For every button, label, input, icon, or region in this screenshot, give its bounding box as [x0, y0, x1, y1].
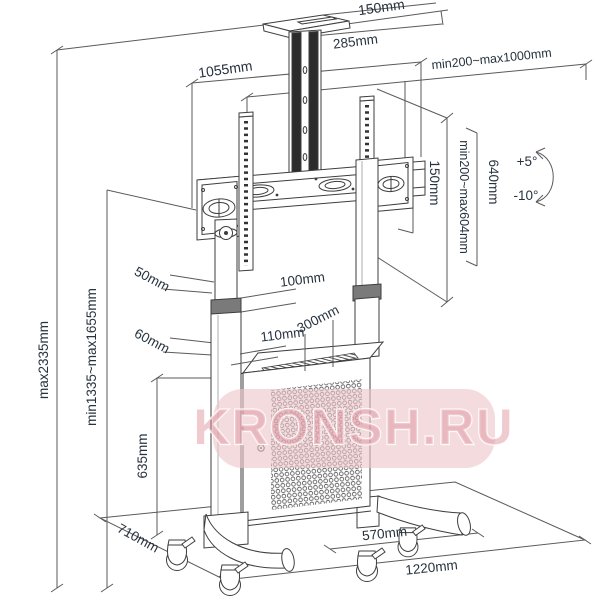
watermark-text: KRONSH.RU	[194, 399, 515, 455]
caster-mid-left	[219, 561, 249, 596]
base-legs	[203, 495, 471, 572]
dim-top-plate-lines	[291, 2, 449, 39]
dimension-lines	[50, 2, 593, 593]
tilt-arc	[535, 147, 554, 207]
center-column	[288, 29, 322, 179]
dim-vesa-height-lines	[376, 88, 454, 308]
dim-label-clamp-100: 100mm	[279, 269, 326, 289]
dim-label-vesa-height: min200~max604mm	[457, 140, 471, 254]
dim-step-60-leaders	[162, 337, 215, 356]
dim-label-offset-110: 110mm	[260, 324, 306, 344]
tilt-up-label: +5°	[517, 154, 538, 169]
dim-label-cabinet-height: 635mm	[135, 433, 150, 478]
dim-label-inner-width: 570mm	[361, 524, 407, 544]
dim-label-vesa-width: min200~max1000mm	[431, 46, 552, 73]
caster-front-left	[166, 536, 196, 571]
dim-offset-110-leader	[239, 345, 287, 355]
dim-label-bracket-150: 150mm	[427, 160, 442, 205]
dim-label-top-depth: 285mm	[332, 31, 379, 51]
watermark: KRONSH.RU	[193, 389, 515, 468]
dim-offset-110-leader	[230, 356, 279, 366]
dim-label-step-50: 50mm	[132, 264, 172, 295]
caster-mid-right	[356, 547, 386, 582]
caster-front-right	[397, 524, 426, 558]
dim-label-overall-height: max2335mm	[36, 321, 51, 399]
dim-step-50-leaders	[162, 274, 215, 294]
dim-label-vent-300: 300mm	[294, 302, 341, 336]
watermark-band	[213, 389, 495, 468]
vesa-rail-left	[238, 111, 254, 272]
dim-label-top-width: 150mm	[357, 0, 405, 18]
dim-label-bracket-640: 640mm	[486, 159, 501, 204]
dim-label-step-60: 60mm	[132, 326, 172, 357]
dim-clamp-100-leaders	[240, 288, 297, 313]
dim-overall-height-lines	[50, 24, 265, 593]
dim-bracket-640-lines	[465, 127, 478, 267]
dimension-leaders-overlay	[230, 320, 334, 371]
dim-label-bar-length: 1055mm	[197, 57, 253, 80]
dim-label-base-width: 1220mm	[405, 557, 459, 577]
dim-label-base-depth: 710mm	[115, 521, 162, 556]
tilt-down-label: -10°	[514, 188, 539, 203]
structure	[166, 14, 471, 596]
dim-label-center-height: min1335~max1655mm	[84, 288, 99, 426]
